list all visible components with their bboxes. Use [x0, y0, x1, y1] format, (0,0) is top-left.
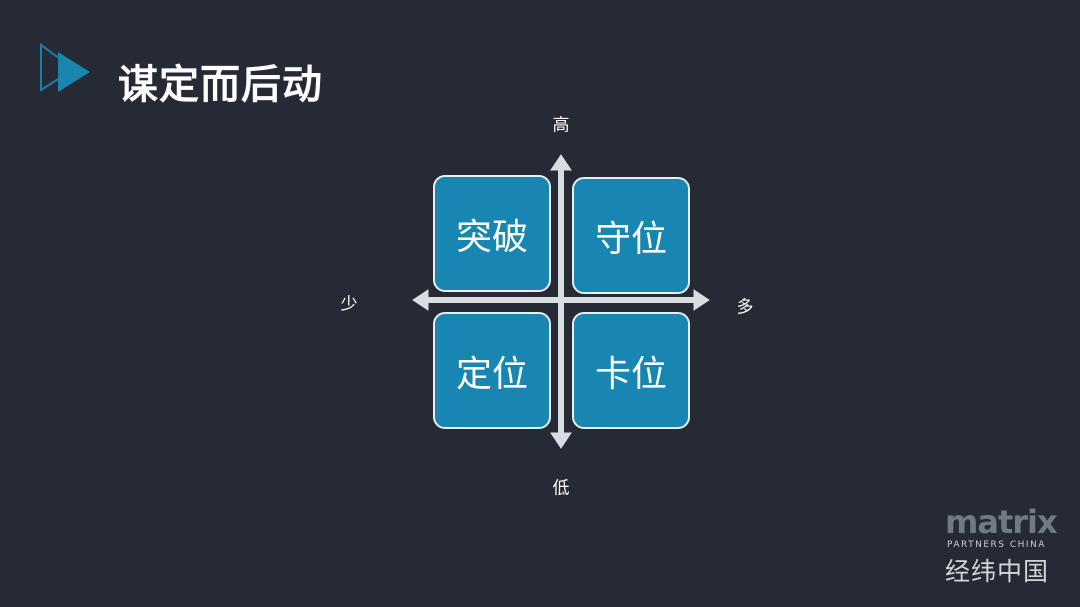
slide-title: 谋定而后动: [118, 62, 323, 108]
logo-chinese: 经纬中国: [945, 557, 1050, 586]
axis-label-top: 高: [552, 115, 570, 136]
axis-label-left: 少: [340, 294, 358, 315]
arrow-down-icon: [550, 432, 572, 449]
logo-matrix: matrix: [945, 503, 1058, 541]
quadrant-bottom-left: 定位: [433, 312, 551, 429]
quadrant-top-right: 守位: [572, 177, 690, 294]
arrow-up-icon: [550, 154, 572, 171]
quadrant-bottom-right: 卡位: [572, 312, 690, 429]
axis-label-right: 多: [736, 297, 754, 318]
arrow-right-icon: [693, 289, 710, 311]
arrow-left-icon: [412, 289, 429, 311]
play-triangle-logo-icon: [40, 43, 90, 92]
logo-subtitle: PARTNERS CHINA: [947, 540, 1046, 550]
quadrant-top-left: 突破: [433, 175, 551, 292]
axis-label-bottom: 低: [552, 478, 570, 499]
